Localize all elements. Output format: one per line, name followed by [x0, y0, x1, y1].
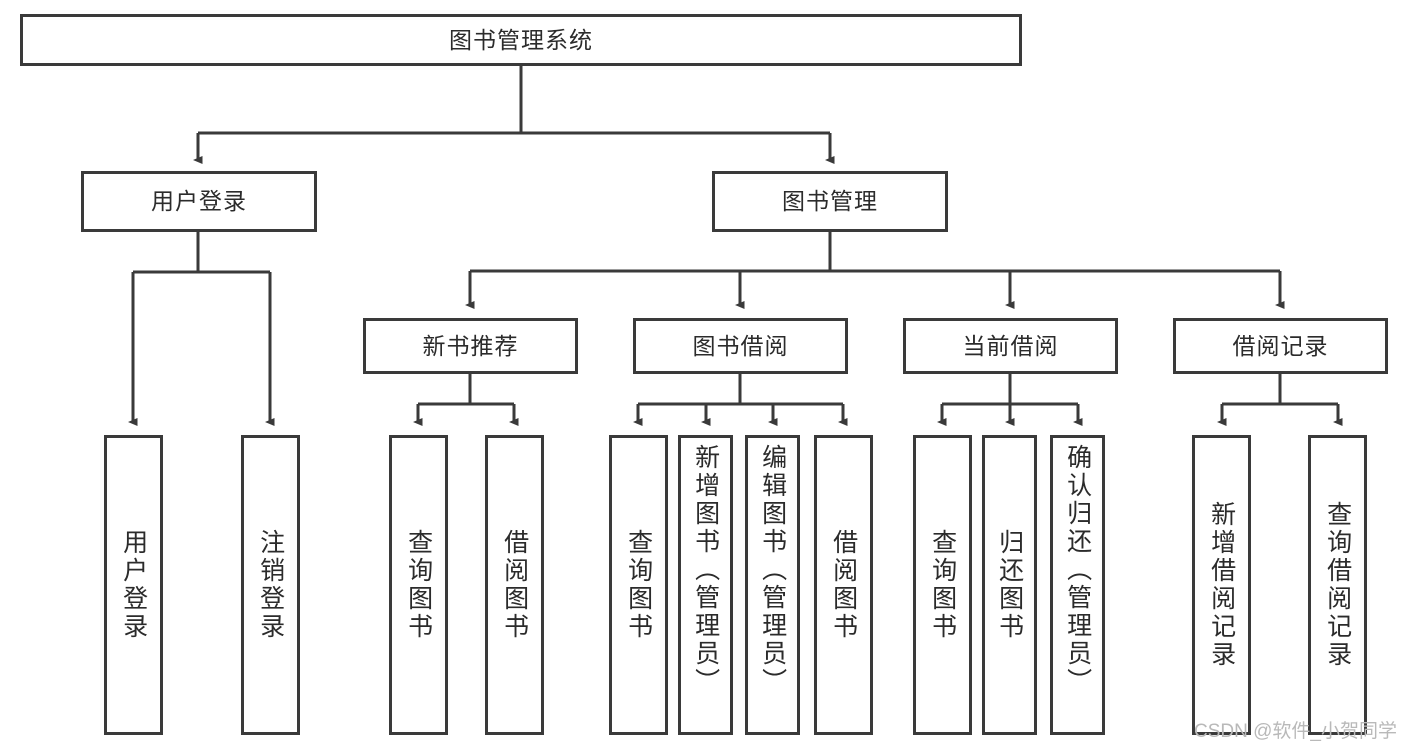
- node-label: 确认归还（管理员）: [1063, 444, 1092, 696]
- node-book-borrow[interactable]: 图书借阅: [633, 318, 848, 374]
- node-label: 查询借阅记录: [1323, 501, 1352, 669]
- leaf-query-book-recommend[interactable]: 查询图书: [389, 435, 448, 735]
- csdn-watermark: CSDN @软件_小贺同学: [1194, 721, 1397, 742]
- node-label: 注销登录: [256, 529, 285, 641]
- node-label: 图书管理: [782, 188, 878, 215]
- leaf-add-borrow-record[interactable]: 新增借阅记录: [1192, 435, 1251, 735]
- node-label: 查询图书: [928, 529, 957, 641]
- node-label: 用户登录: [119, 529, 148, 641]
- node-current-borrow[interactable]: 当前借阅: [903, 318, 1118, 374]
- leaf-add-book-admin[interactable]: 新增图书（管理员）: [678, 435, 733, 735]
- leaf-return-book[interactable]: 归还图书: [982, 435, 1037, 735]
- leaf-borrow-book[interactable]: 借阅图书: [814, 435, 873, 735]
- leaf-edit-book-admin[interactable]: 编辑图书（管理员）: [745, 435, 800, 735]
- leaf-logout[interactable]: 注销登录: [241, 435, 300, 735]
- node-new-book-recommend[interactable]: 新书推荐: [363, 318, 578, 374]
- leaf-query-borrow-record[interactable]: 查询借阅记录: [1308, 435, 1367, 735]
- node-user-login[interactable]: 用户登录: [81, 171, 317, 232]
- node-label: 归还图书: [995, 529, 1024, 641]
- node-label: 当前借阅: [962, 332, 1059, 359]
- node-label: 新书推荐: [422, 332, 519, 359]
- node-label: 查询图书: [624, 529, 653, 641]
- node-book-management[interactable]: 图书管理: [712, 171, 948, 232]
- node-label: 查询图书: [404, 529, 433, 641]
- leaf-confirm-return-admin[interactable]: 确认归还（管理员）: [1050, 435, 1105, 735]
- node-label: 新增借阅记录: [1207, 501, 1236, 669]
- node-label: 用户登录: [151, 188, 247, 215]
- node-label: 借阅图书: [829, 529, 858, 641]
- node-label: 借阅记录: [1232, 332, 1329, 359]
- leaf-borrow-book-recommend[interactable]: 借阅图书: [485, 435, 544, 735]
- node-root-system[interactable]: 图书管理系统: [20, 14, 1022, 66]
- node-label: 新增图书（管理员）: [691, 444, 720, 696]
- leaf-user-login[interactable]: 用户登录: [104, 435, 163, 735]
- leaf-query-book-borrow[interactable]: 查询图书: [609, 435, 668, 735]
- node-label: 图书借阅: [692, 332, 789, 359]
- leaf-query-book-current[interactable]: 查询图书: [913, 435, 972, 735]
- node-label: 图书管理系统: [449, 26, 593, 53]
- node-borrow-record[interactable]: 借阅记录: [1173, 318, 1388, 374]
- node-label: 借阅图书: [500, 529, 529, 641]
- node-label: 编辑图书（管理员）: [758, 444, 787, 696]
